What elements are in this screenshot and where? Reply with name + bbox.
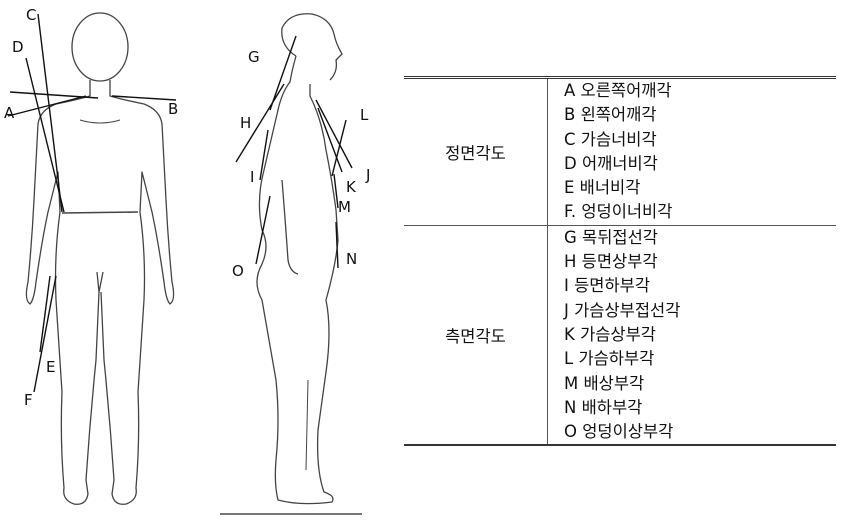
label-m: M <box>338 198 351 216</box>
label-k: K <box>346 178 357 196</box>
label-j: J <box>365 166 370 184</box>
angle-item: F. 엉덩이너비각 <box>548 200 837 225</box>
front-body-figure <box>26 13 173 504</box>
body-angle-figures: C D A B E F G H I L K J M N O <box>0 0 400 520</box>
label-n: N <box>346 250 357 268</box>
label-d: D <box>12 38 24 56</box>
angle-item: N 배하부각 <box>548 396 837 420</box>
angle-item: H 등면상부각 <box>548 250 837 274</box>
angle-item: C 가슴너비각 <box>548 128 837 152</box>
label-o: O <box>232 262 244 280</box>
category-cell: 측면각도 <box>404 225 548 445</box>
angle-item: L 가슴하부각 <box>548 347 837 371</box>
label-e: E <box>46 358 55 376</box>
category-cell: 정면각도 <box>404 78 548 226</box>
label-i: I <box>250 168 254 186</box>
angle-item: G 목뒤접선각 <box>548 225 837 250</box>
label-a: A <box>4 104 15 122</box>
angle-item: D 어깨너비각 <box>548 152 837 176</box>
label-l: L <box>360 106 369 124</box>
angle-item: K 가슴상부각 <box>548 323 837 347</box>
angle-item: J 가슴상부접선각 <box>548 299 837 323</box>
label-f: F <box>24 391 33 409</box>
angle-item: E 배너비각 <box>548 176 837 200</box>
side-angle-lines <box>236 36 352 268</box>
angle-item: A 오른쪽어깨각 <box>548 78 837 104</box>
angle-item: I 등면하부각 <box>548 274 837 298</box>
angle-item: B 왼쪽어깨각 <box>548 103 837 127</box>
label-h: H <box>240 114 251 132</box>
label-b: B <box>168 100 178 118</box>
label-g: G <box>248 48 260 66</box>
label-c: C <box>26 6 36 24</box>
angle-item: M 배상부각 <box>548 372 837 396</box>
front-labels: C D A B E F <box>4 6 178 409</box>
angle-item: O 엉덩이상부각 <box>548 420 837 445</box>
